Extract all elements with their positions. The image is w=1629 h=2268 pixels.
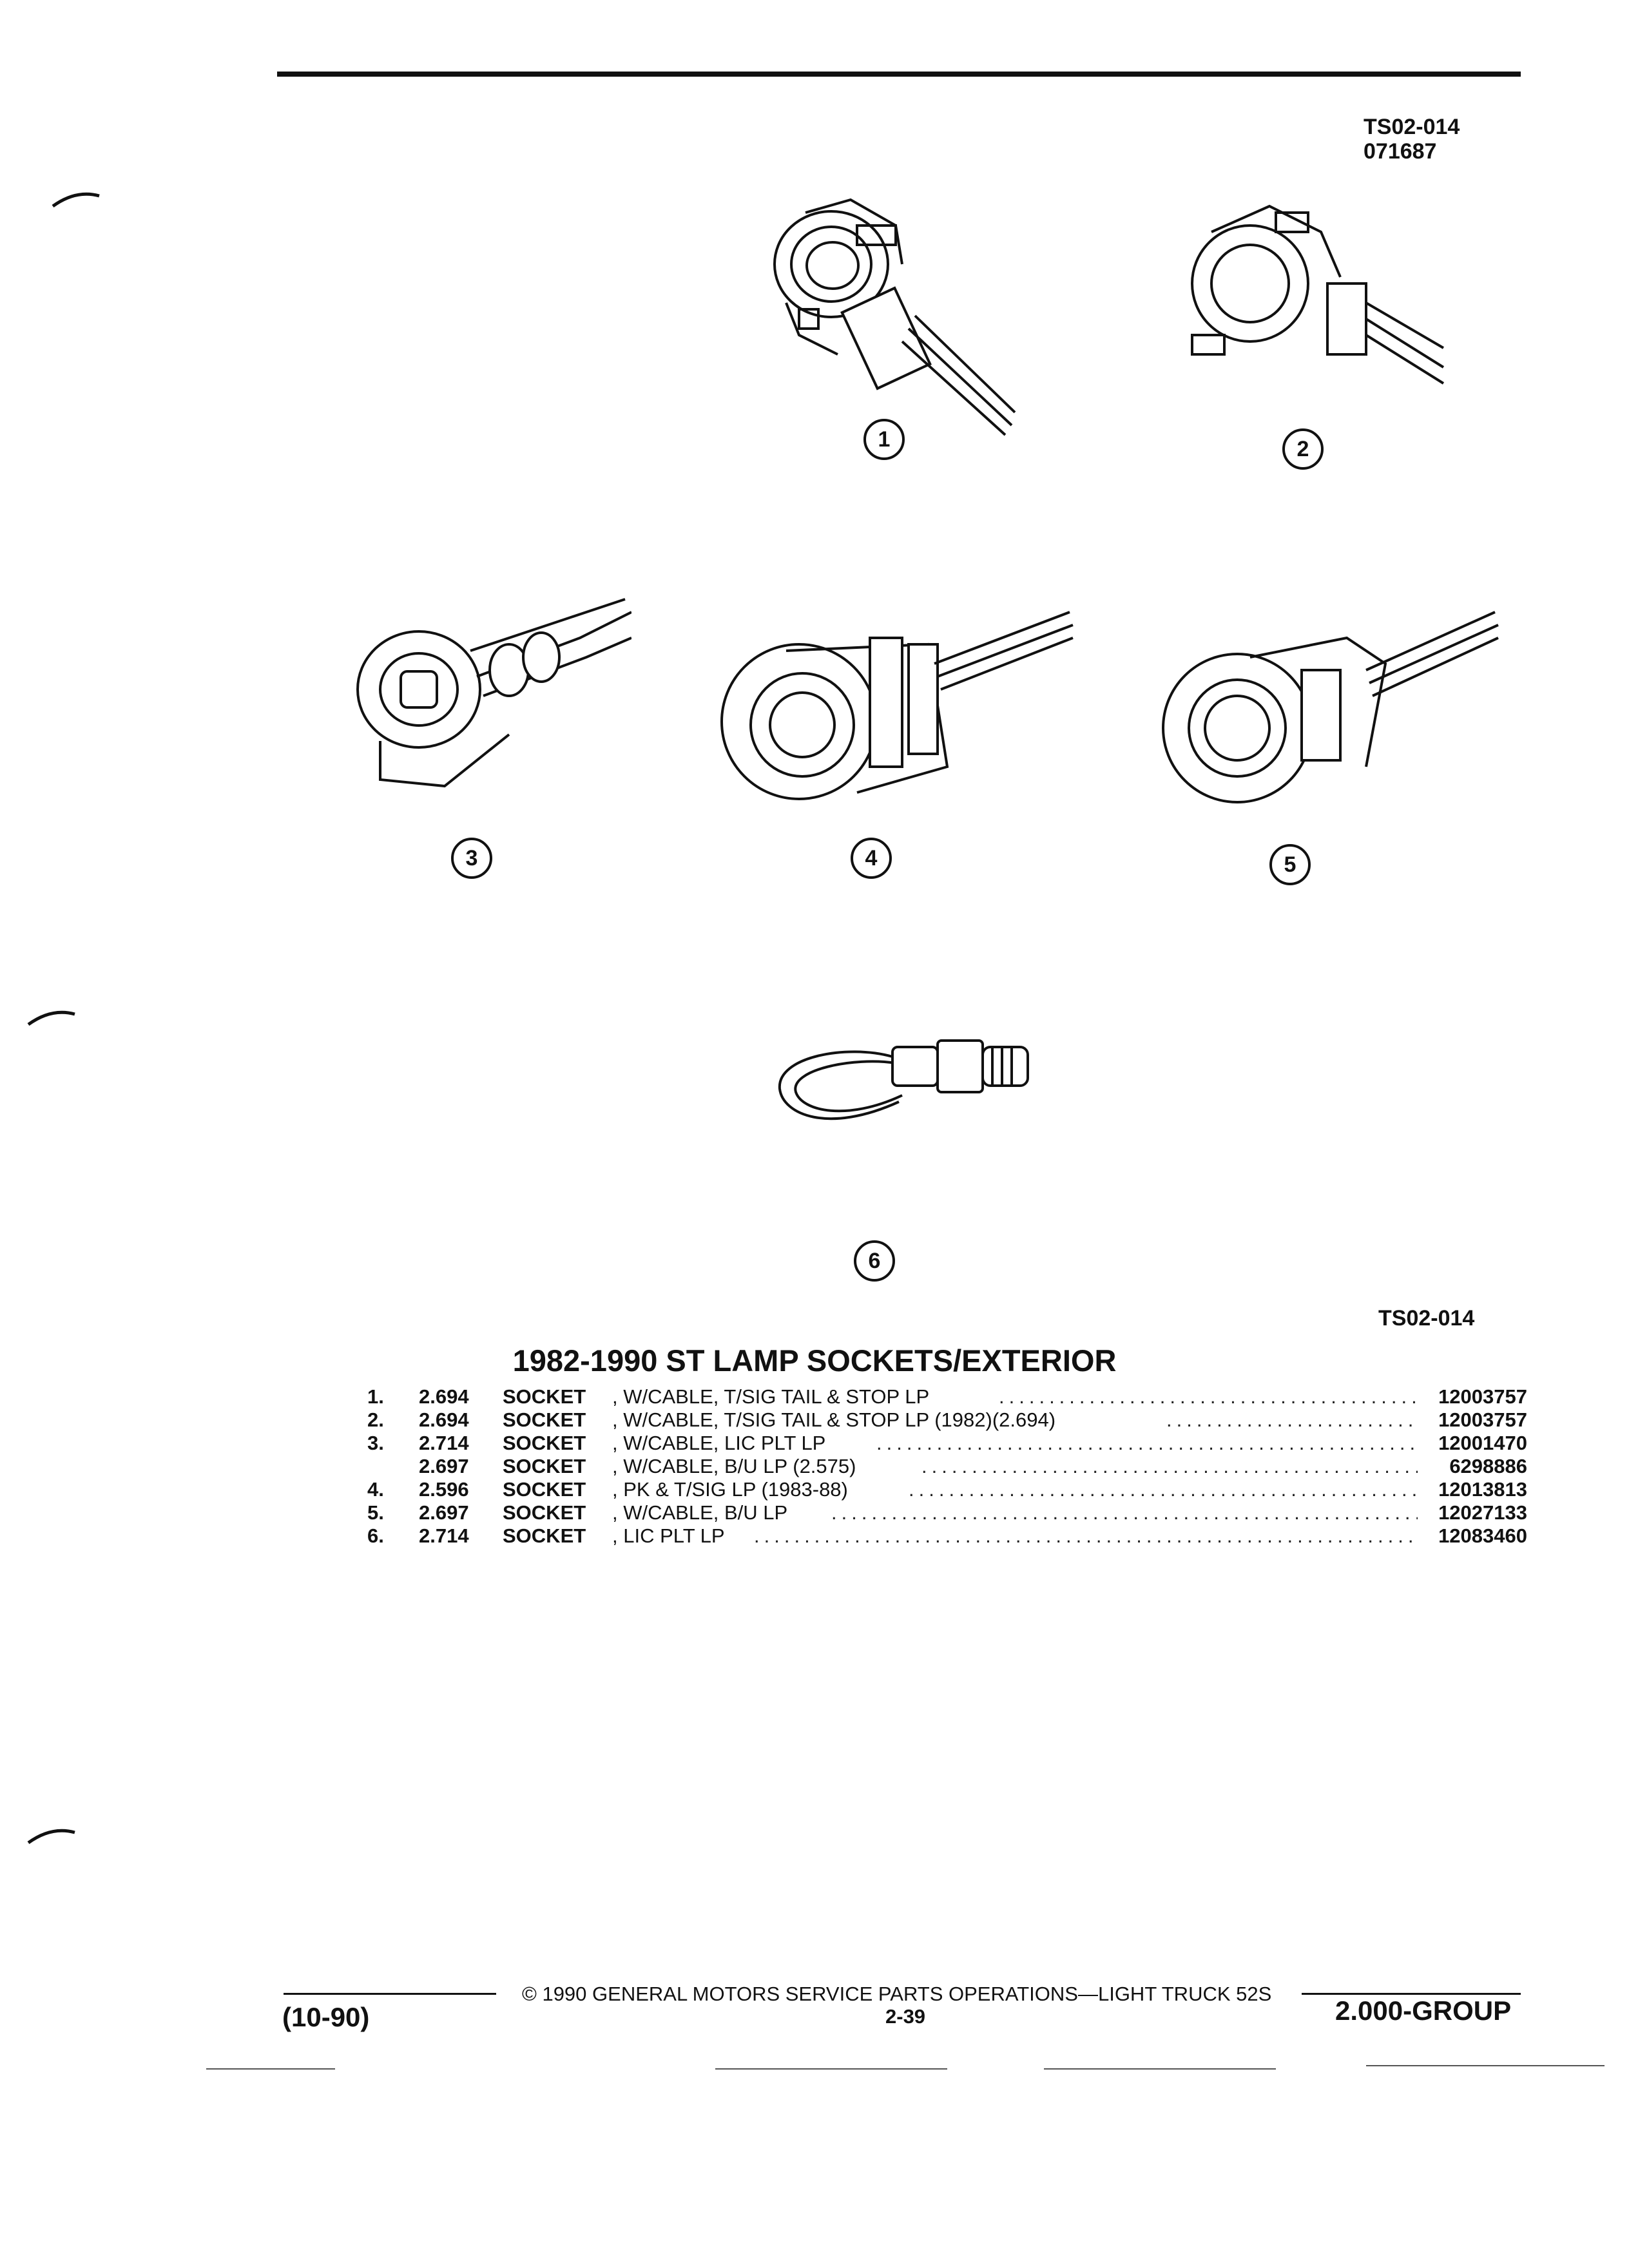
item-number: 1. [367, 1385, 384, 1408]
callout-2: 2 [1282, 428, 1324, 470]
parking-turn-socket-icon [720, 611, 1074, 800]
part-description: , W/CABLE, B/U LP (2.575) [612, 1455, 856, 1477]
group-code: 2.697 [419, 1501, 469, 1524]
top-rule [277, 72, 1521, 77]
backup-socket-icon [1162, 611, 1499, 803]
item-number: 3. [367, 1432, 384, 1454]
part-number: 12003757 [1438, 1408, 1527, 1431]
illustration-4: 4 [715, 599, 1076, 879]
illustration-5: 5 [1153, 599, 1501, 885]
part-number: 12027133 [1438, 1501, 1527, 1524]
tail-stop-socket-1982-icon [1191, 204, 1445, 385]
part-number: 12083460 [1438, 1524, 1527, 1547]
part-description: , W/CABLE, LIC PLT LP [612, 1432, 826, 1454]
group-code: 2.694 [419, 1385, 469, 1408]
leader-dots: ........................................… [1166, 1408, 1418, 1431]
leader-dots: ........................................… [999, 1385, 1418, 1408]
illustration-3: 3 [354, 593, 631, 879]
footer-rule-left [284, 1993, 496, 1995]
part-number: 6298886 [1449, 1455, 1527, 1477]
illustration-2: 2 [1179, 187, 1450, 470]
table-row: 2. 2.694 SOCKET , W/CABLE, T/SIG TAIL & … [354, 1408, 1527, 1432]
part-number: 12003757 [1438, 1385, 1527, 1408]
part-name: SOCKET [503, 1455, 586, 1477]
item-number: 5. [367, 1501, 384, 1524]
part-description: , LIC PLT LP [612, 1524, 725, 1547]
leader-dots: ........................................… [754, 1524, 1418, 1547]
part-name: SOCKET [503, 1385, 586, 1408]
illustration-1: 1 [760, 187, 1018, 460]
part-description: , PK & T/SIG LP (1983-88) [612, 1478, 848, 1501]
group-label: 2.000-GROUP [1335, 1995, 1512, 2026]
table-row: 4. 2.596 SOCKET , PK & T/SIG LP (1983-88… [354, 1478, 1527, 1501]
callout-1: 1 [863, 419, 905, 460]
table-row: 6. 2.714 SOCKET , LIC PLT LP ...........… [354, 1524, 1527, 1548]
part-number: 12001470 [1438, 1432, 1527, 1454]
table-row: 1. 2.694 SOCKET , W/CABLE, T/SIG TAIL & … [354, 1385, 1527, 1408]
leader-dots: ........................................… [831, 1501, 1418, 1524]
section-title: 1982-1990 ST LAMP SOCKETS/EXTERIOR [512, 1343, 1117, 1378]
group-code: 2.694 [419, 1408, 469, 1431]
callout-5: 5 [1269, 844, 1311, 885]
scan-artifact-line [206, 2068, 335, 2070]
binder-mark [27, 1010, 75, 1026]
tail-stop-socket-icon [773, 198, 1016, 436]
callout-3: 3 [451, 838, 492, 879]
part-description: , W/CABLE, T/SIG TAIL & STOP LP [612, 1385, 930, 1408]
table-row: 2.697 SOCKET , W/CABLE, B/U LP (2.575) .… [354, 1455, 1527, 1478]
footer-rule-right [1302, 1993, 1521, 1995]
part-name: SOCKET [503, 1408, 586, 1431]
license-plate-socket-icon [356, 598, 631, 788]
group-code: 2.697 [419, 1455, 469, 1477]
illustration-code: TS02-014 [1378, 1306, 1475, 1331]
part-name: SOCKET [503, 1524, 586, 1547]
table-row: 3. 2.714 SOCKET , W/CABLE, LIC PLT LP ..… [354, 1432, 1527, 1455]
leader-dots: ........................................… [909, 1478, 1418, 1501]
copyright-notice: © 1990 GENERAL MOTORS SERVICE PARTS OPER… [522, 1983, 1272, 2005]
binder-mark [52, 192, 100, 208]
scan-artifact-line [1366, 2065, 1605, 2066]
part-name: SOCKET [503, 1478, 586, 1501]
figure-reference: TS02-014 071687 [1364, 115, 1460, 164]
scan-artifact-line [715, 2068, 947, 2070]
page-number: 2-39 [885, 2005, 926, 2028]
revision-date: (10-90) [282, 2002, 370, 2032]
part-name: SOCKET [503, 1432, 586, 1454]
parts-table: 1. 2.694 SOCKET , W/CABLE, T/SIG TAIL & … [354, 1385, 1527, 1548]
callout-4: 4 [851, 838, 892, 879]
part-description: , W/CABLE, T/SIG TAIL & STOP LP (1982)(2… [612, 1408, 1056, 1431]
figure-code: TS02-014 [1364, 115, 1460, 139]
illustration-6: 6 [770, 1018, 1054, 1282]
scan-artifact-line [1044, 2068, 1276, 2070]
binder-mark [27, 1829, 75, 1845]
part-number: 12013813 [1438, 1478, 1527, 1501]
license-plate-lamp-socket-icon [778, 1039, 1029, 1120]
item-number: 6. [367, 1524, 384, 1547]
callout-6: 6 [854, 1240, 895, 1282]
group-code: 2.714 [419, 1524, 469, 1547]
figure-date-code: 071687 [1364, 139, 1437, 164]
part-name: SOCKET [503, 1501, 586, 1524]
group-code: 2.596 [419, 1478, 469, 1501]
table-row: 5. 2.697 SOCKET , W/CABLE, B/U LP ......… [354, 1501, 1527, 1524]
leader-dots: ........................................… [921, 1455, 1418, 1477]
group-code: 2.714 [419, 1432, 469, 1454]
item-number: 2. [367, 1408, 384, 1431]
leader-dots: ........................................… [876, 1432, 1418, 1454]
item-number: 4. [367, 1478, 384, 1501]
part-description: , W/CABLE, B/U LP [612, 1501, 788, 1524]
